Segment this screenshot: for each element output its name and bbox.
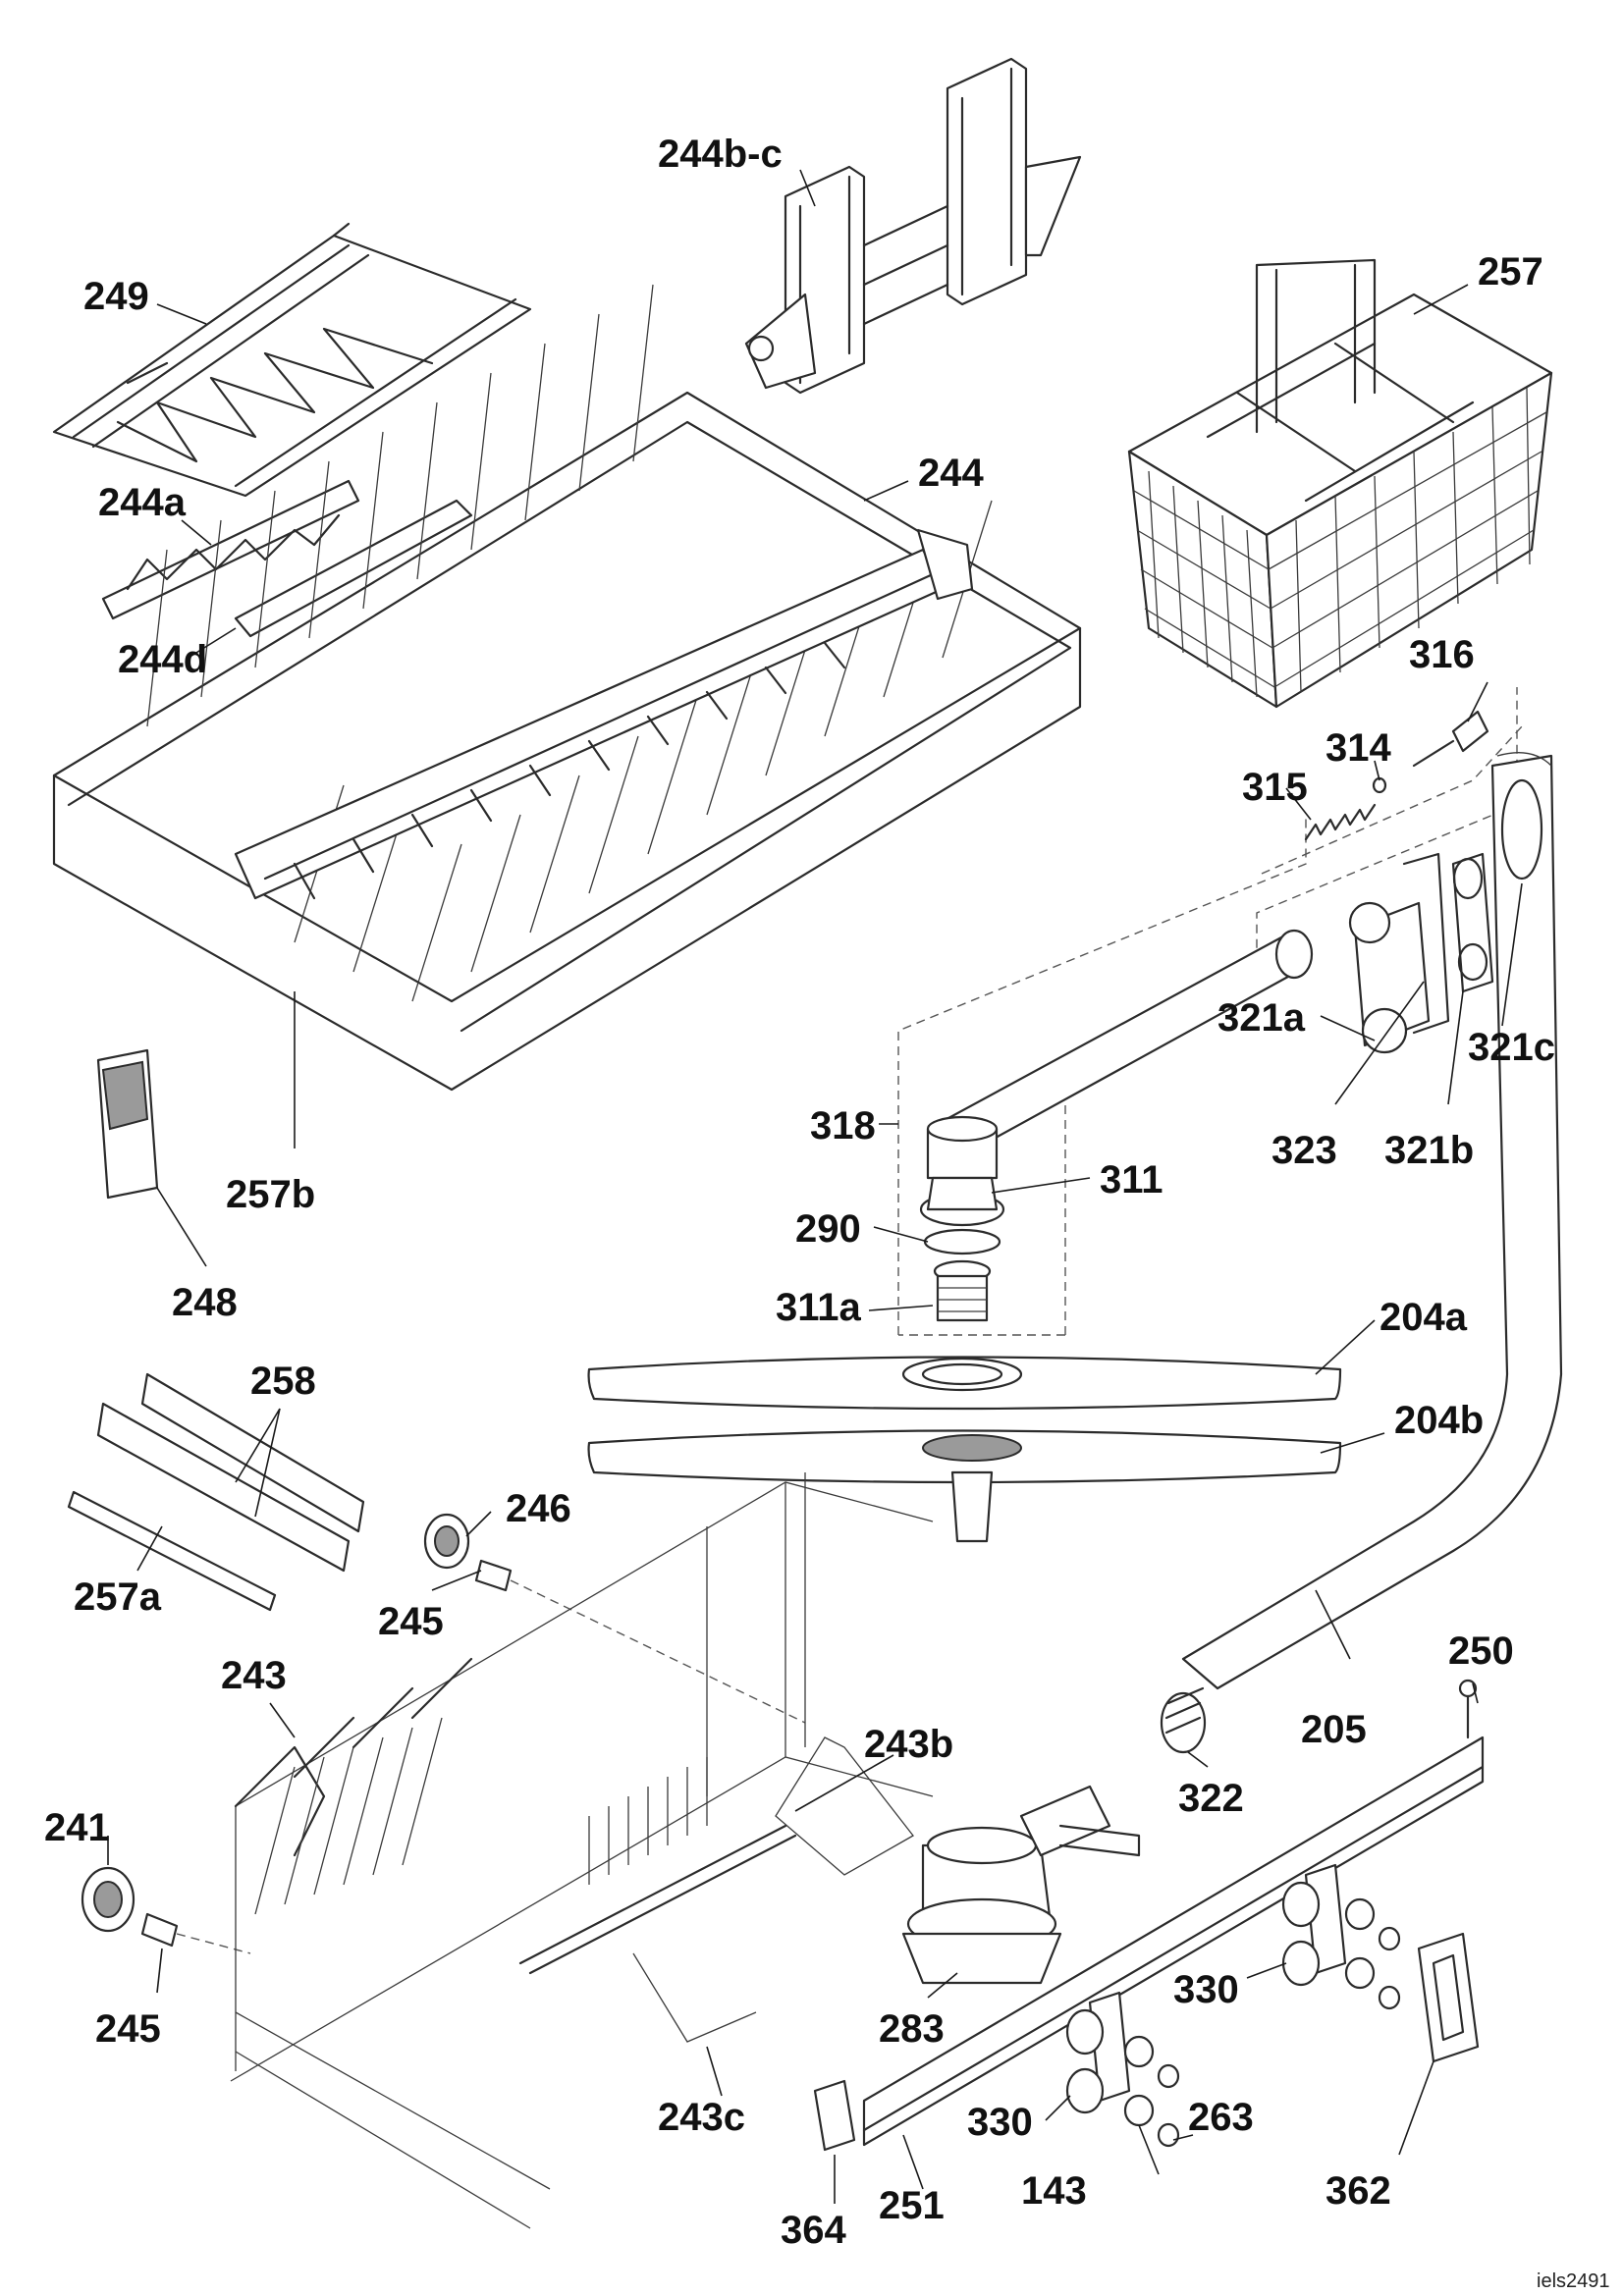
label-330-right: 330	[1173, 1968, 1239, 2011]
water-supply-pipe-part	[1160, 752, 1563, 1754]
label-314: 314	[1325, 726, 1391, 770]
label-321b: 321b	[1384, 1129, 1474, 1172]
label-323: 323	[1271, 1129, 1337, 1172]
upper-basket-part	[52, 284, 1082, 1092]
label-249: 249	[83, 275, 149, 318]
spray-arm-lower-parts	[587, 1356, 1342, 1543]
label-283: 283	[879, 2007, 945, 2051]
bottom-rail-part	[813, 1679, 1485, 2152]
label-316: 316	[1409, 633, 1475, 676]
leader-lines	[107, 169, 1523, 2204]
label-248: 248	[172, 1281, 238, 1324]
label-244: 244	[918, 452, 984, 495]
cup-shelf-part	[52, 222, 532, 498]
label-243c: 243c	[658, 2096, 745, 2139]
spring-nozzle-parts	[1304, 710, 1489, 841]
label-311: 311	[1100, 1158, 1163, 1201]
label-241: 241	[44, 1806, 110, 1849]
lower-basket-part	[230, 1472, 934, 2229]
label-257b: 257b	[226, 1173, 315, 1216]
label-243b: 243b	[864, 1723, 953, 1766]
pump-hub-part	[901, 1785, 1141, 1985]
callout-labels: 244b-c 249 257 244 244a 244d 316 314 315…	[44, 133, 1555, 2252]
label-250: 250	[1448, 1629, 1514, 1673]
rack-clip-part	[96, 1048, 159, 1200]
label-290: 290	[795, 1207, 861, 1251]
label-318: 318	[810, 1104, 876, 1148]
label-143: 143	[1021, 2169, 1087, 2213]
label-364: 364	[781, 2209, 846, 2252]
label-330-left: 330	[967, 2101, 1033, 2144]
label-244d: 244d	[118, 638, 207, 681]
label-243: 243	[221, 1654, 287, 1697]
label-204a: 204a	[1380, 1296, 1468, 1339]
drawing-code: iels2491	[1537, 2270, 1610, 2292]
label-246: 246	[506, 1487, 571, 1530]
label-257a: 257a	[74, 1575, 162, 1619]
label-245-bottom: 245	[95, 2007, 161, 2051]
label-321a: 321a	[1217, 996, 1306, 1040]
basket-wheel-parts	[81, 1513, 806, 1954]
cutlery-basket-part	[1127, 258, 1553, 709]
spray-arm-assembly	[897, 687, 1523, 1336]
cup-shelf-holder-part	[744, 57, 1082, 395]
label-251: 251	[879, 2184, 945, 2227]
label-205: 205	[1301, 1708, 1367, 1751]
rack-rail-parts	[101, 479, 473, 638]
label-311a: 311a	[776, 1286, 862, 1329]
label-204b: 204b	[1394, 1399, 1484, 1442]
roller-parts	[1065, 1863, 1480, 2148]
label-263: 263	[1188, 2096, 1254, 2139]
label-321c: 321c	[1468, 1026, 1555, 1069]
label-362: 362	[1325, 2169, 1391, 2213]
label-315: 315	[1242, 766, 1308, 809]
label-257: 257	[1478, 250, 1543, 294]
label-244b-c: 244b-c	[658, 133, 783, 176]
manifold-parts	[1348, 852, 1494, 1054]
label-244a: 244a	[98, 481, 187, 524]
label-258: 258	[250, 1360, 316, 1403]
basket-rail-parts	[67, 1372, 365, 1612]
label-322: 322	[1178, 1777, 1244, 1820]
label-245-top: 245	[378, 1600, 444, 1643]
